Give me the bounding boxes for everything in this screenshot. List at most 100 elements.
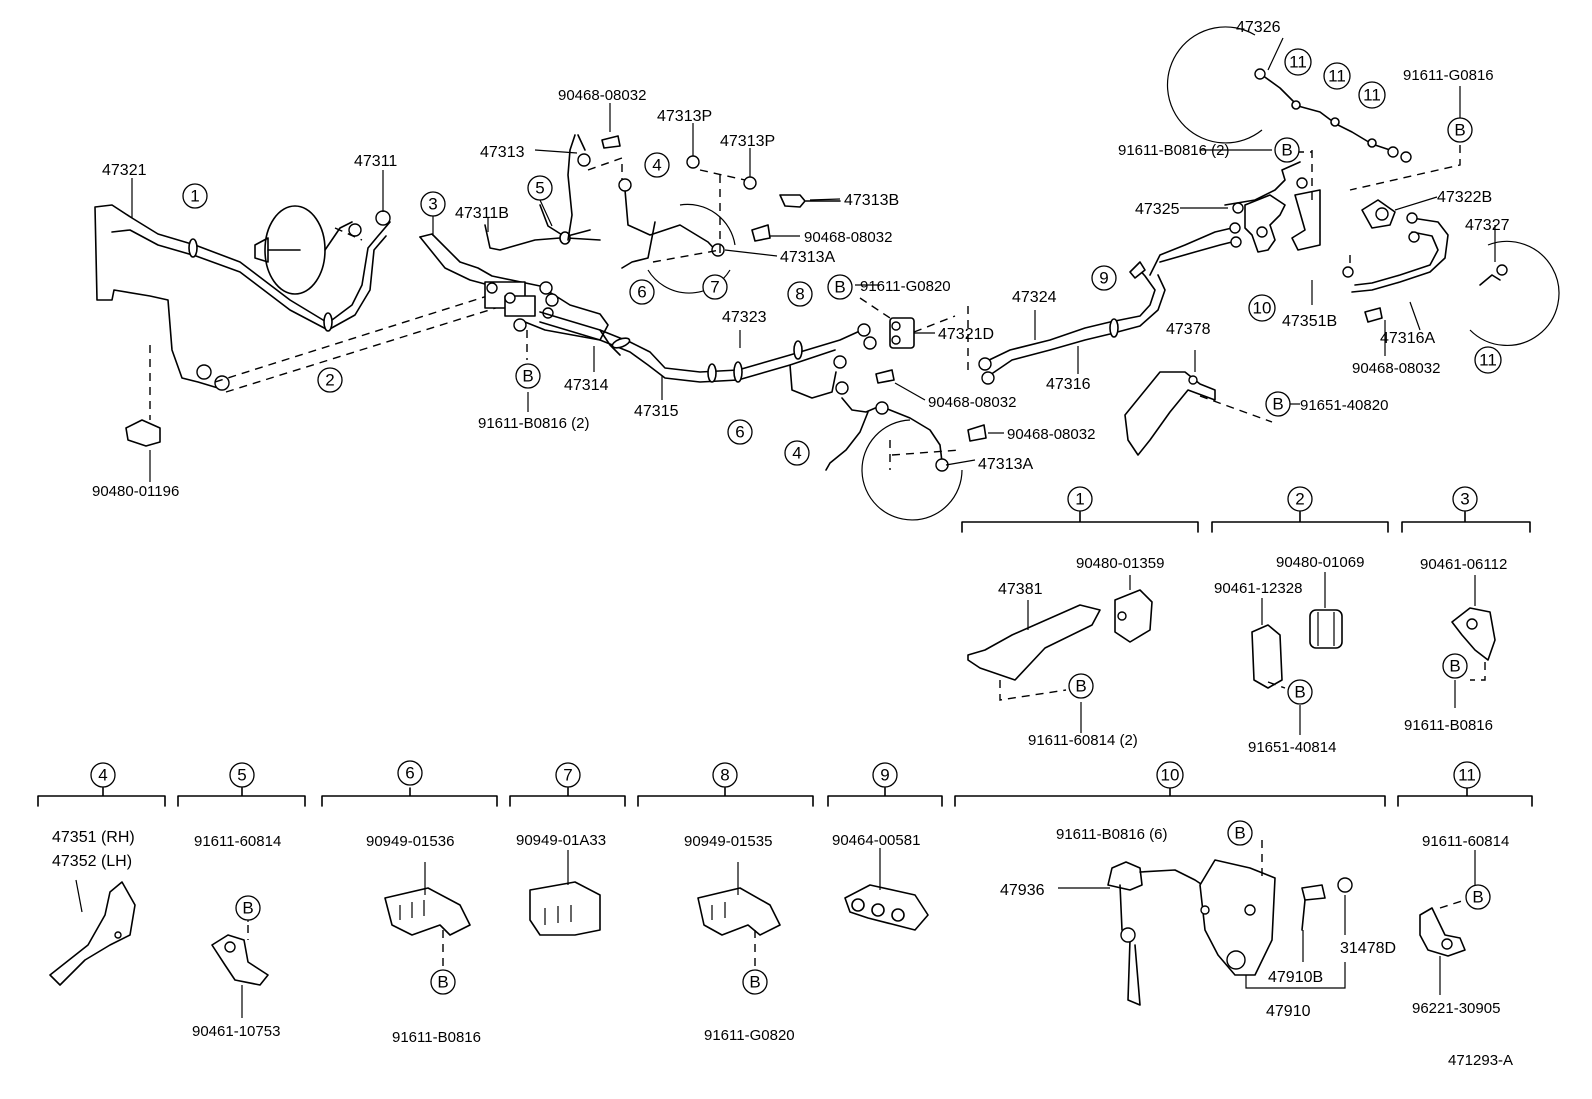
label-90949-01536: 90949-01536 bbox=[366, 833, 454, 850]
detail-8-drawing bbox=[697, 862, 781, 968]
label-90480-01196: 90480-01196 bbox=[92, 483, 179, 500]
label-47313B: 47313B bbox=[844, 192, 899, 209]
svg-text:2: 2 bbox=[325, 371, 334, 390]
bolt-marker: B bbox=[1465, 884, 1491, 910]
svg-text:B: B bbox=[1449, 657, 1460, 676]
center-tubes bbox=[539, 311, 877, 399]
section-callout-11: 11 bbox=[1453, 761, 1481, 789]
section-brackets bbox=[37, 511, 1533, 807]
svg-text:3: 3 bbox=[1460, 490, 1469, 509]
section-callout-1: 1 bbox=[1067, 486, 1093, 512]
leader-lines bbox=[131, 37, 1496, 922]
svg-text:B: B bbox=[1234, 824, 1245, 843]
label-47378: 47378 bbox=[1166, 321, 1211, 338]
detail-7-drawing bbox=[529, 850, 601, 936]
label-90468-08032-d: 90468-08032 bbox=[1007, 426, 1095, 443]
bolt-marker: B bbox=[742, 969, 768, 995]
svg-text:B: B bbox=[522, 367, 533, 386]
label-47311: 47311 bbox=[354, 153, 397, 170]
center-right-tubes bbox=[859, 222, 1242, 385]
detail-9-drawing bbox=[844, 848, 929, 931]
label-47325: 47325 bbox=[1135, 201, 1180, 218]
callout-11a: 11 bbox=[1284, 48, 1312, 76]
label-91611-B0816-6: 91611-B0816 (6) bbox=[1056, 826, 1167, 843]
label-47313A-a: 47313A bbox=[780, 249, 835, 266]
section-callout-7: 7 bbox=[555, 762, 581, 788]
bolt-marker: B bbox=[1068, 673, 1094, 699]
svg-text:6: 6 bbox=[637, 283, 646, 302]
bolt-marker: B bbox=[1227, 820, 1253, 846]
label-91611-G0820-b: 91611-G0820 bbox=[704, 1027, 795, 1044]
label-91611-60814-a: 91611-60814 bbox=[194, 833, 281, 850]
svg-text:B: B bbox=[1272, 395, 1283, 414]
label-90480-01069: 90480-01069 bbox=[1276, 554, 1364, 571]
section-callout-2: 2 bbox=[1287, 486, 1313, 512]
svg-text:8: 8 bbox=[720, 766, 729, 785]
label-47314: 47314 bbox=[564, 377, 609, 394]
callout-11d: 11 bbox=[1474, 346, 1502, 374]
svg-text:11: 11 bbox=[1328, 67, 1346, 86]
bolt-marker: B bbox=[1442, 653, 1468, 679]
label-47352-LH: 47352 (LH) bbox=[52, 853, 132, 870]
label-90949-01535: 90949-01535 bbox=[684, 833, 772, 850]
label-91611-60814-2: 91611-60814 (2) bbox=[1028, 732, 1138, 749]
label-47910B: 47910B bbox=[1268, 969, 1323, 986]
callout-4: 4 bbox=[644, 152, 670, 178]
svg-text:B: B bbox=[749, 973, 760, 992]
callout-11c: 11 bbox=[1358, 81, 1386, 109]
tube-47321 bbox=[94, 204, 391, 389]
detail-6-drawing bbox=[384, 862, 471, 968]
label-90461-06112: 90461-06112 bbox=[1420, 556, 1507, 573]
svg-text:2: 2 bbox=[1295, 490, 1304, 509]
right-assembly bbox=[1124, 26, 1560, 456]
bolt-marker: B bbox=[515, 363, 541, 389]
callout-1: 1 bbox=[182, 183, 208, 209]
svg-text:B: B bbox=[437, 973, 448, 992]
svg-text:9: 9 bbox=[1099, 269, 1108, 288]
label-31478D: 31478D bbox=[1340, 940, 1396, 957]
svg-text:6: 6 bbox=[735, 423, 744, 442]
svg-text:10: 10 bbox=[1161, 766, 1180, 785]
section-callout-10: 10 bbox=[1156, 761, 1184, 789]
detail-4-drawing bbox=[49, 879, 136, 986]
svg-text:B: B bbox=[1075, 677, 1086, 696]
callout-10: 10 bbox=[1248, 294, 1276, 322]
svg-text:11: 11 bbox=[1458, 766, 1476, 785]
callout-8: 8 bbox=[787, 281, 813, 307]
detail-5-drawing bbox=[211, 925, 269, 1018]
bolt-markers: B B B B B B B B B B B B B bbox=[235, 117, 1491, 995]
label-47351-RH: 47351 (RH) bbox=[52, 829, 135, 846]
label-91611-B0816-2b: 91611-B0816 (2) bbox=[1118, 142, 1229, 159]
label-90949-01A33: 90949-01A33 bbox=[516, 832, 606, 849]
svg-text:11: 11 bbox=[1289, 53, 1307, 72]
svg-text:1: 1 bbox=[1075, 490, 1084, 509]
callout-9: 9 bbox=[1091, 265, 1117, 291]
section-callout-6: 6 bbox=[397, 760, 423, 786]
left-assembly bbox=[94, 204, 516, 447]
label-91611-G0820: 91611-G0820 bbox=[860, 278, 951, 295]
label-47323: 47323 bbox=[722, 309, 767, 326]
label-90480-01359: 90480-01359 bbox=[1076, 555, 1164, 572]
svg-text:1: 1 bbox=[190, 187, 199, 206]
callout-4b: 4 bbox=[784, 440, 810, 466]
callout-2: 2 bbox=[317, 367, 343, 393]
label-91611-G0816: 91611-G0816 bbox=[1403, 67, 1494, 84]
detail-10-drawing bbox=[1058, 840, 1353, 1006]
callout-6: 6 bbox=[629, 279, 655, 305]
svg-text:4: 4 bbox=[652, 156, 661, 175]
label-90464-00581: 90464-00581 bbox=[832, 832, 920, 849]
svg-text:B: B bbox=[1281, 141, 1292, 160]
svg-text:B: B bbox=[1294, 683, 1305, 702]
callout-11b: 11 bbox=[1323, 62, 1351, 90]
svg-text:5: 5 bbox=[237, 766, 246, 785]
label-47313A-b: 47313A bbox=[978, 456, 1033, 473]
label-90468-08032-e: 90468-08032 bbox=[1352, 360, 1440, 377]
label-47326: 47326 bbox=[1236, 19, 1281, 36]
label-47351B: 47351B bbox=[1282, 313, 1337, 330]
front-lower-hose bbox=[825, 369, 987, 521]
svg-text:4: 4 bbox=[792, 444, 801, 463]
label-47321: 47321 bbox=[102, 162, 147, 179]
bolt-marker: B bbox=[1265, 391, 1291, 417]
flare-nut bbox=[375, 210, 391, 226]
